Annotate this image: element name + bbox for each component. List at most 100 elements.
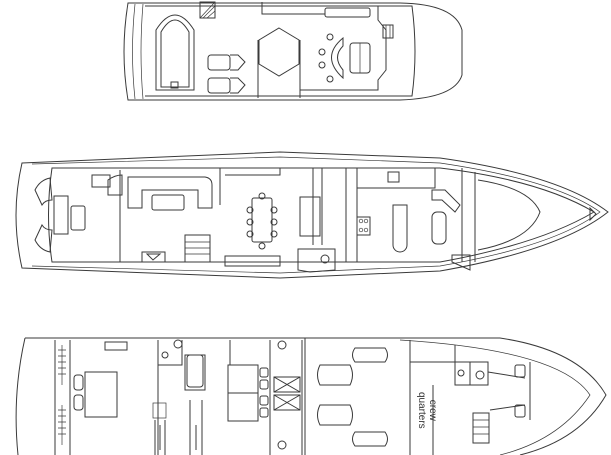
twin-bed [227, 392, 259, 422]
dining-chair [270, 218, 278, 226]
crew-stairs [472, 412, 490, 444]
pillow [259, 367, 269, 378]
sun-deck-wall [300, 6, 387, 91]
tender-winch [170, 81, 179, 89]
master-wardrobe [58, 345, 66, 445]
washbasin [457, 369, 465, 377]
main-deck-hull [15, 151, 609, 279]
helm-seat [326, 33, 334, 41]
toilet [173, 339, 183, 349]
stairs-steps [199, 1, 216, 19]
engine [317, 404, 353, 426]
crew-bunk [514, 364, 526, 378]
dining-chair [246, 230, 254, 238]
engine-room-wall [304, 338, 411, 455]
helm-seat [326, 75, 334, 83]
dining-chair [258, 192, 266, 200]
day-head [297, 248, 336, 273]
main-deck-hull-inner [31, 156, 601, 274]
bar-unit [141, 251, 166, 262]
lower-deck-hull-inner [399, 339, 591, 455]
galley-counter [299, 168, 323, 245]
foredeck-line [477, 179, 541, 251]
helm-seat [318, 48, 326, 56]
pilothouse-table [431, 211, 447, 245]
main-deck [15, 151, 609, 279]
pillow [73, 394, 84, 411]
pillow [73, 374, 84, 391]
pilothouse-wall [461, 168, 476, 262]
sun-deck-ladder [382, 24, 394, 39]
side-table [91, 174, 111, 188]
aft-table [70, 205, 86, 231]
twin-bed [227, 364, 259, 394]
vanity [104, 341, 128, 351]
crew-quarters-label-line1: crew [427, 399, 438, 421]
dining-table [251, 197, 273, 243]
toilet [320, 254, 330, 264]
engine [317, 364, 353, 386]
engine [352, 431, 388, 447]
burner [358, 218, 364, 224]
crew-quarters-label-line2: quarters [416, 392, 427, 429]
dining-chair [246, 218, 254, 226]
bathtub [186, 354, 204, 388]
lower-stairs-steps [185, 241, 210, 255]
ensuite-wall [158, 340, 206, 391]
sun-lounger-head [230, 77, 246, 94]
toilet [277, 440, 287, 450]
burner [358, 227, 364, 233]
sun-deck-rail [145, 5, 416, 97]
sideboard [224, 255, 281, 267]
dining-chair [270, 206, 278, 214]
cooktop [356, 216, 371, 236]
crew-wall [410, 345, 489, 455]
aft-stairs-starboard [34, 223, 53, 253]
toilet [475, 370, 485, 380]
lower-stairs [184, 234, 211, 263]
dining-chair [270, 230, 278, 238]
lower-deck [15, 337, 607, 455]
pillow [259, 379, 269, 390]
aft-settee [53, 195, 69, 235]
crew-stairs-steps [473, 419, 489, 435]
pillow [259, 407, 269, 418]
engine [352, 347, 388, 363]
sun-lounger-head [230, 54, 246, 71]
guest-stairs-box [152, 402, 167, 419]
guest-stairs [154, 400, 203, 455]
tender [155, 14, 195, 91]
galley-wall [345, 168, 436, 262]
toilet [277, 340, 287, 350]
forward-stairs [451, 254, 471, 271]
galley-sink [387, 171, 400, 183]
aft-stairs-port [34, 177, 53, 207]
helm-console [331, 36, 344, 80]
storage-crossed [273, 376, 301, 411]
main-deck-side-deck [48, 167, 595, 263]
crew-bunk [514, 404, 526, 418]
jacuzzi-hexagon [258, 27, 300, 77]
dining-chair [258, 242, 266, 250]
burner [363, 218, 369, 224]
ladder-rungs [385, 25, 391, 38]
coffee-table [151, 194, 185, 211]
burner [363, 227, 369, 233]
sun-deck-stern-line [132, 3, 144, 100]
pilothouse-settee [431, 189, 461, 213]
washbasin [161, 351, 169, 359]
lower-deck-hull [15, 337, 607, 455]
sun-deck [123, 1, 463, 101]
guest-cabin-wall [229, 340, 303, 455]
saloon-bulkhead [219, 168, 281, 205]
saloon-stairs [107, 174, 123, 196]
anchor-icon [589, 206, 597, 222]
crew-bunk-wall [487, 362, 531, 420]
master-bed [84, 371, 118, 418]
dining-chair [246, 206, 254, 214]
saloon-sofa [127, 176, 213, 209]
crew-quarters-label: crew quarters [416, 392, 438, 429]
sun-deck-hull [123, 2, 463, 101]
helm-seat [318, 61, 326, 69]
